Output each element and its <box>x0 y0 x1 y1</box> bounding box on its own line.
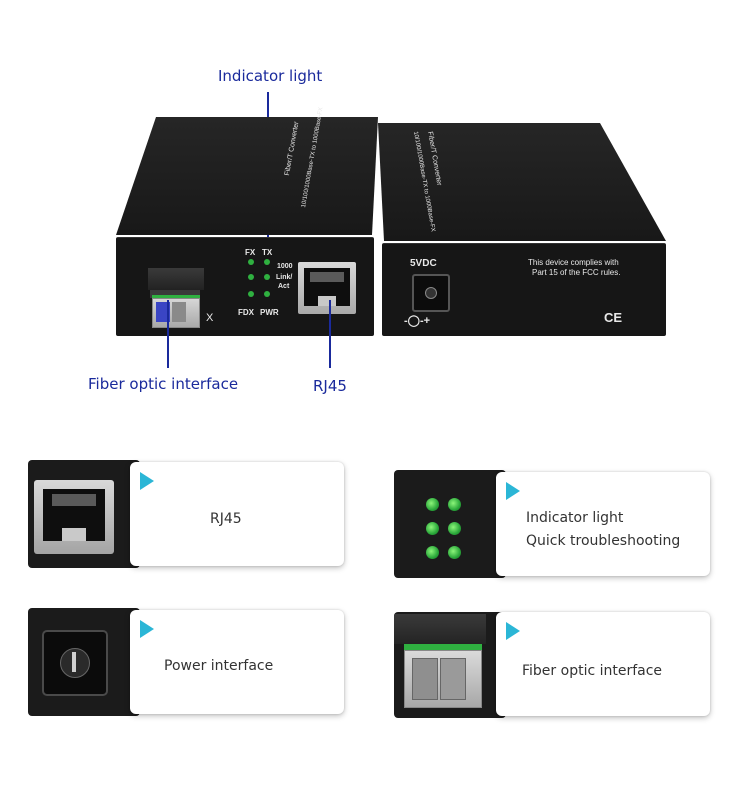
led-label-link: Link/ <box>276 274 293 281</box>
led-speed-a <box>248 274 254 280</box>
feature-card-fiber: Fiber optic interface <box>496 612 710 716</box>
led-speed-b <box>264 274 270 280</box>
feature-card-power-text: Power interface <box>164 658 274 674</box>
led-label-1000: 1000 <box>277 263 293 270</box>
feature-card-rj45-text: RJ45 <box>210 511 242 527</box>
fiber-closeup-photo <box>394 612 506 718</box>
rj45-port <box>298 262 356 314</box>
fcc-line-2: Part 15 of the FCC rules. <box>532 268 621 277</box>
indicator-light-callout: Indicator light <box>218 67 323 85</box>
converter-left-top <box>116 117 378 235</box>
feature-card-power: Power interface <box>130 610 344 714</box>
sfp-module <box>148 268 204 328</box>
led-label-fdx: FDX <box>238 308 254 317</box>
fiber-optic-callout: Fiber optic interface <box>88 375 239 393</box>
polarity-symbol: -◯-+ <box>404 315 431 327</box>
led-tx <box>264 259 270 265</box>
feature-card-indicator-line2: Quick troubleshooting <box>526 533 681 549</box>
led-pwr <box>264 291 270 297</box>
sfp-port-mark: X <box>206 312 214 324</box>
accent-arrow-icon <box>140 620 154 638</box>
led-fdx <box>248 291 254 297</box>
accent-arrow-icon <box>140 472 154 490</box>
accent-arrow-icon <box>506 622 520 640</box>
hero-product-image: Indicator light Fiber/T Converter 10/100… <box>88 67 666 395</box>
rj45-callout: RJ45 <box>313 377 347 395</box>
fcc-line-1: This device complies with <box>528 258 619 267</box>
feature-card-indicator: Indicator light Quick troubleshooting <box>496 472 710 576</box>
rj45-leader-line <box>329 300 331 368</box>
feature-card-fiber-text: Fiber optic interface <box>522 663 663 679</box>
led-label-tx: TX <box>262 248 273 257</box>
power-label: 5VDC <box>410 258 437 269</box>
ce-mark: CE <box>604 310 623 325</box>
led-label-pwr: PWR <box>260 308 279 317</box>
dc-power-jack <box>412 274 450 312</box>
rj45-closeup-photo <box>28 460 140 568</box>
fiber-leader-line <box>167 300 169 368</box>
led-label-fx: FX <box>245 248 256 257</box>
indicator-closeup-photo <box>394 470 506 578</box>
feature-card-rj45: RJ45 <box>130 462 344 566</box>
led-fx <box>248 259 254 265</box>
led-label-act: Act <box>278 283 290 290</box>
feature-card-indicator-line1: Indicator light <box>526 510 624 526</box>
power-closeup-photo <box>28 608 140 716</box>
accent-arrow-icon <box>506 482 520 500</box>
